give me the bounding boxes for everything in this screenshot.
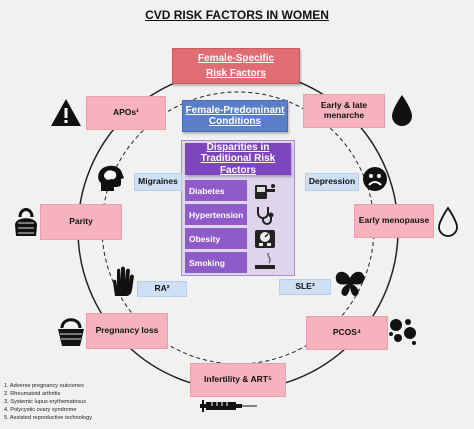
sad-face-icon [363,167,387,191]
hypertension-label: Hypertension [189,209,244,220]
scale-icon [252,229,278,249]
female-predominant-header: Female-Predominant Conditions [182,100,288,132]
water-drop-icon [392,95,412,126]
apos-box: APOs¹ [86,96,166,130]
early-late-menarche-box: Early & late menarche [303,94,385,128]
footnote-3: 3. Systemic lupus erythematosus [4,399,87,405]
risk-row-obesity: Obesity [185,228,247,249]
basket-icon [58,318,84,346]
traditional-line1: Disparities in [206,141,270,153]
butterfly-icon [335,271,365,296]
hand-icon [113,266,134,296]
drop-outline-icon [438,206,458,237]
risk-row-smoking: Smoking [185,252,247,273]
female-specific-header: Female-Specific Risk Factors [172,48,300,84]
footnote-1: 1. Adverse pregnancy outcomes [4,383,84,389]
diabetes-label: Diabetes [189,185,225,196]
syringe-icon [200,400,257,412]
stethoscope-icon [252,205,278,225]
depression-box: Depression [305,173,359,191]
smoking-label: Smoking [189,257,225,268]
infertility-art-box: Infertility & ART⁵ [190,363,286,397]
footnote-4: 4. Polycystic ovary syndrome [4,407,77,413]
footnote-5: 5. Assisted reproductive technology [4,415,92,421]
pregnancy-loss-box: Pregnancy loss [86,313,168,349]
cigarette-icon [252,253,278,273]
female-predominant-line1: Female-Predominant [185,104,285,116]
warning-icon [51,99,81,126]
diagram-title: CVD RISK FACTORS IN WOMEN [145,8,329,22]
female-specific-line1: Female-Specific [197,53,275,64]
glucose-meter-icon [252,181,278,201]
head-brain-icon [98,165,124,191]
sle-box: SLE³ [279,279,331,295]
kettlebell-icon [15,208,37,236]
early-menopause-box: Early menopause [354,204,434,238]
female-predominant-line2: Conditions [208,116,262,127]
footnote-2: 2. Rheumatoid arthritis [4,391,61,397]
female-specific-line2: Risk Factors [205,67,267,79]
traditional-line2: Traditional Risk Factors [200,153,276,176]
pcos-box: PCOS⁴ [306,316,388,350]
ra-box: RA² [137,281,187,297]
risk-row-diabetes: Diabetes [185,180,247,201]
footnotes: 1. Adverse pregnancy outcomes 2. Rheumat… [4,382,92,422]
obesity-label: Obesity [189,233,221,244]
risk-row-hypertension: Hypertension [185,204,247,225]
parity-box: Parity [40,204,122,240]
traditional-risk-header: Disparities in Traditional Risk Factors [185,141,291,176]
cells-icon [389,319,416,345]
migraines-box: Migraines [134,173,182,191]
